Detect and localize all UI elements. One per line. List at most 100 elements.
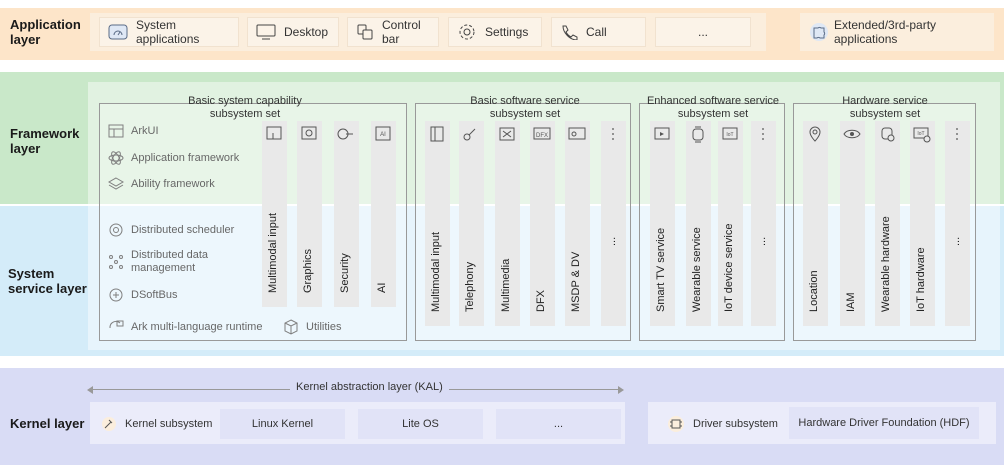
iot-device-icon: IoT [722, 127, 738, 140]
touch-screen-icon [266, 126, 282, 140]
app-label: Extended/3rd-party applications [834, 18, 937, 46]
window-gauge-icon [108, 24, 128, 40]
hdf[interactable]: Hardware Driver Foundation (HDF) [789, 407, 979, 439]
list-item-ark-runtime[interactable]: Ark multi-language runtime [108, 319, 262, 335]
system-service-layer-label: System service layer [8, 266, 87, 296]
app-system-applications[interactable]: System applications [99, 17, 239, 47]
app-extended[interactable]: Extended/3rd-party applications [804, 17, 992, 47]
subsystem-column-label: AI [376, 282, 388, 293]
subsystem-column-iam[interactable]: IAM [840, 121, 865, 326]
subsystem-column-label: Multimodal input [430, 231, 442, 312]
key-icon [337, 128, 353, 140]
subsystem-column-label: Wearable hardware [880, 216, 892, 312]
group-frame-basic-system [99, 103, 407, 341]
list-item-arkui[interactable]: ArkUI [108, 124, 159, 138]
ui-layout-icon [108, 124, 124, 138]
driver-subsystem[interactable]: Driver subsystem [666, 415, 778, 433]
subsystem-column-more[interactable]: ... [945, 121, 970, 326]
subsystem-column-wearable-hardware[interactable]: Wearable hardware [875, 121, 900, 326]
telephony-icon [463, 128, 476, 141]
cube-icon [284, 319, 298, 335]
list-item-distributed-data[interactable]: Distributed data management [108, 249, 208, 275]
kernel-liteos[interactable]: Lite OS [358, 409, 483, 439]
eye-icon [843, 129, 861, 139]
subsystem-column-telephony[interactable]: Telephony [459, 121, 484, 326]
app-desktop[interactable]: Desktop [247, 17, 339, 47]
list-item-distributed-scheduler[interactable]: Distributed scheduler [108, 222, 234, 238]
subsystem-column-wearable-service[interactable]: Wearable service [686, 121, 711, 326]
subsystem-column-multimedia[interactable]: Multimedia [495, 121, 520, 326]
app-more[interactable]: ... [655, 17, 751, 47]
kernel-tools-icon [102, 417, 116, 431]
control-panel-icon [357, 24, 373, 40]
subsystem-column-multimodal-input[interactable]: Multimodal input [262, 121, 287, 307]
group-title-basic-system: Basic system capability subsystem set [188, 95, 302, 120]
list-item-application-framework[interactable]: Application framework [108, 150, 239, 166]
watch-icon [692, 126, 704, 143]
subsystem-column-iot-device-service[interactable]: IoT IoT device service [718, 121, 743, 326]
kernel-subsystem[interactable]: Kernel subsystem [100, 416, 212, 432]
group-frame-basic-software [415, 103, 631, 341]
subsystem-column-label: ... [756, 236, 768, 246]
vertical-dots-icon [956, 128, 958, 140]
group-title-enhanced-software: Enhanced software service subsystem set [646, 95, 780, 120]
list-item-label: Ability framework [131, 178, 215, 190]
svg-text:IoT: IoT [726, 132, 733, 138]
subsystem-column-label: MSDP & DV [570, 251, 582, 312]
list-item-label: ArkUI [131, 125, 159, 137]
app-settings[interactable]: Settings [448, 17, 542, 47]
ai-chip-icon: AI [375, 126, 391, 141]
driver-chip-icon [668, 416, 684, 432]
kal-arrow-right [618, 386, 624, 394]
subsystem-column-label: ... [606, 236, 618, 246]
list-item-label: DSoftBus [131, 289, 178, 301]
list-item-utilities[interactable]: Utilities [283, 319, 341, 335]
list-item-label: Utilities [306, 321, 342, 333]
subsystem-column-label: Graphics [302, 248, 314, 293]
subsystem-column-label: Location [808, 270, 820, 312]
data-dots-icon [109, 255, 123, 269]
list-item-dsoftbus[interactable]: DSoftBus [108, 287, 177, 303]
subsystem-column-ai[interactable]: AI AI [371, 121, 396, 307]
puzzle-icon [810, 23, 828, 41]
subsystem-column-label: Multimodal input [267, 212, 279, 293]
kernel-more[interactable]: ... [496, 409, 621, 439]
runtime-icon [109, 320, 124, 329]
vertical-dots-icon [612, 128, 614, 140]
subsystem-column-label: Telephony [464, 261, 476, 312]
image-icon [301, 126, 317, 140]
subsystem-column-smart-tv-service[interactable]: Smart TV service [650, 121, 675, 326]
list-item-label: Application framework [131, 152, 240, 164]
vertical-dots-icon [762, 128, 764, 140]
panel-icon [430, 126, 444, 142]
app-call[interactable]: Call [551, 17, 646, 47]
kal-label: Kernel abstraction layer (KAL) [290, 381, 449, 393]
subsystem-column-label: IAM [845, 292, 857, 312]
msdp-icon [568, 127, 586, 140]
app-label: Control bar [382, 18, 421, 46]
subsystem-column-msdp-dv[interactable]: MSDP & DV [565, 121, 590, 326]
phone-icon [562, 25, 578, 40]
layers-icon [108, 177, 124, 190]
gear-icon [459, 24, 475, 40]
svg-text:DFX: DFX [536, 133, 548, 139]
subsystem-column-location[interactable]: Location [803, 121, 828, 326]
subsystem-column-graphics[interactable]: Graphics [297, 121, 322, 307]
subsystem-column-security[interactable]: Security [334, 121, 359, 307]
subsystem-column-more[interactable]: ... [601, 121, 626, 326]
list-item-ability-framework[interactable]: Ability framework [108, 176, 215, 192]
list-item-label: Distributed data management [131, 249, 209, 274]
app-label: Settings [485, 25, 529, 39]
kal-arrow-left [87, 386, 93, 394]
subsystem-column-more[interactable]: ... [751, 121, 776, 326]
subsystem-column-multimodal-input[interactable]: Multimodal input [425, 121, 450, 326]
location-pin-icon [809, 126, 821, 142]
app-control-bar[interactable]: Control bar [347, 17, 439, 47]
list-item-label: Ark multi-language runtime [131, 321, 263, 333]
subsystem-column-label: Multimedia [500, 258, 512, 312]
subsystem-column-label: IoT device service [723, 223, 735, 312]
kernel-linux[interactable]: Linux Kernel [220, 409, 345, 439]
subsystem-column-label: Security [339, 253, 351, 293]
